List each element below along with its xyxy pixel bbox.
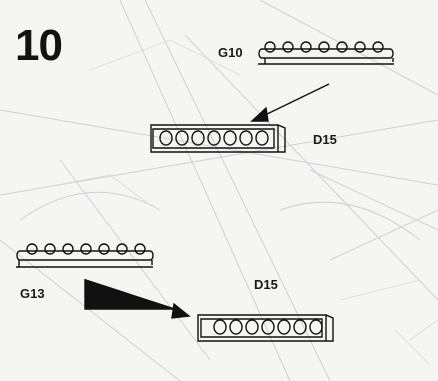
arrow-top <box>250 83 330 122</box>
part-label-g10: G10 <box>218 45 243 60</box>
d15-rack-bottom <box>197 314 334 342</box>
part-label-g13: G13 <box>20 286 45 301</box>
arrow-bottom <box>84 279 191 319</box>
step-number: 10 <box>15 21 63 70</box>
g13-parts-sprue <box>16 243 154 268</box>
part-label-d15-bottom: D15 <box>254 277 278 292</box>
part-label-d15-top: D15 <box>313 132 337 147</box>
d15-rack-top <box>150 124 286 153</box>
g10-parts-sprue <box>258 41 394 65</box>
